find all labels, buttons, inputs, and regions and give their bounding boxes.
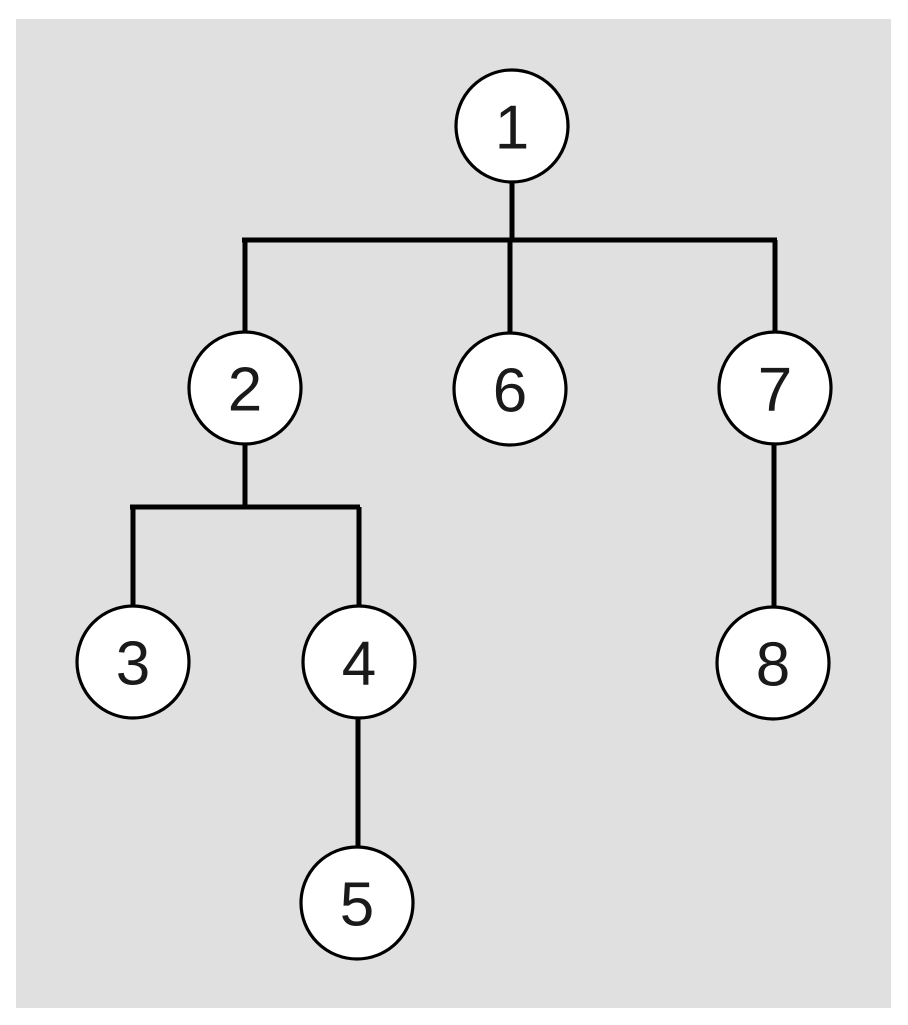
tree-node-6[interactable]: 6 xyxy=(452,331,568,447)
tree-node-6-label: 6 xyxy=(493,357,527,426)
diagram-canvas-panel xyxy=(16,19,891,1008)
tree-node-7-label: 7 xyxy=(758,356,792,425)
tree-node-7[interactable]: 7 xyxy=(717,330,833,446)
tree-node-5-label: 5 xyxy=(340,871,374,940)
tree-node-4[interactable]: 4 xyxy=(301,604,417,720)
tree-node-1-label: 1 xyxy=(495,94,529,163)
tree-node-8[interactable]: 8 xyxy=(715,605,831,721)
tree-node-1-circle[interactable] xyxy=(454,68,570,184)
tree-node-3-label: 3 xyxy=(116,630,150,699)
tree-node-4-circle[interactable] xyxy=(301,604,417,720)
tree-node-7-circle[interactable] xyxy=(717,330,833,446)
tree-node-8-label: 8 xyxy=(756,631,790,700)
edge-group xyxy=(130,182,778,847)
tree-node-5-circle[interactable] xyxy=(299,845,415,961)
tree-node-2[interactable]: 2 xyxy=(187,330,303,446)
tree-node-6-circle[interactable] xyxy=(452,331,568,447)
tree-node-5[interactable]: 5 xyxy=(299,845,415,961)
tree-node-2-label: 2 xyxy=(228,356,262,425)
tree-node-3[interactable]: 3 xyxy=(75,604,191,720)
tree-node-3-circle[interactable] xyxy=(75,604,191,720)
node-group: 1 2 6 7 3 4 xyxy=(75,68,833,961)
tree-node-8-circle[interactable] xyxy=(715,605,831,721)
tree-node-1[interactable]: 1 xyxy=(454,68,570,184)
tree-node-2-circle[interactable] xyxy=(187,330,303,446)
tree-node-4-label: 4 xyxy=(342,630,376,699)
